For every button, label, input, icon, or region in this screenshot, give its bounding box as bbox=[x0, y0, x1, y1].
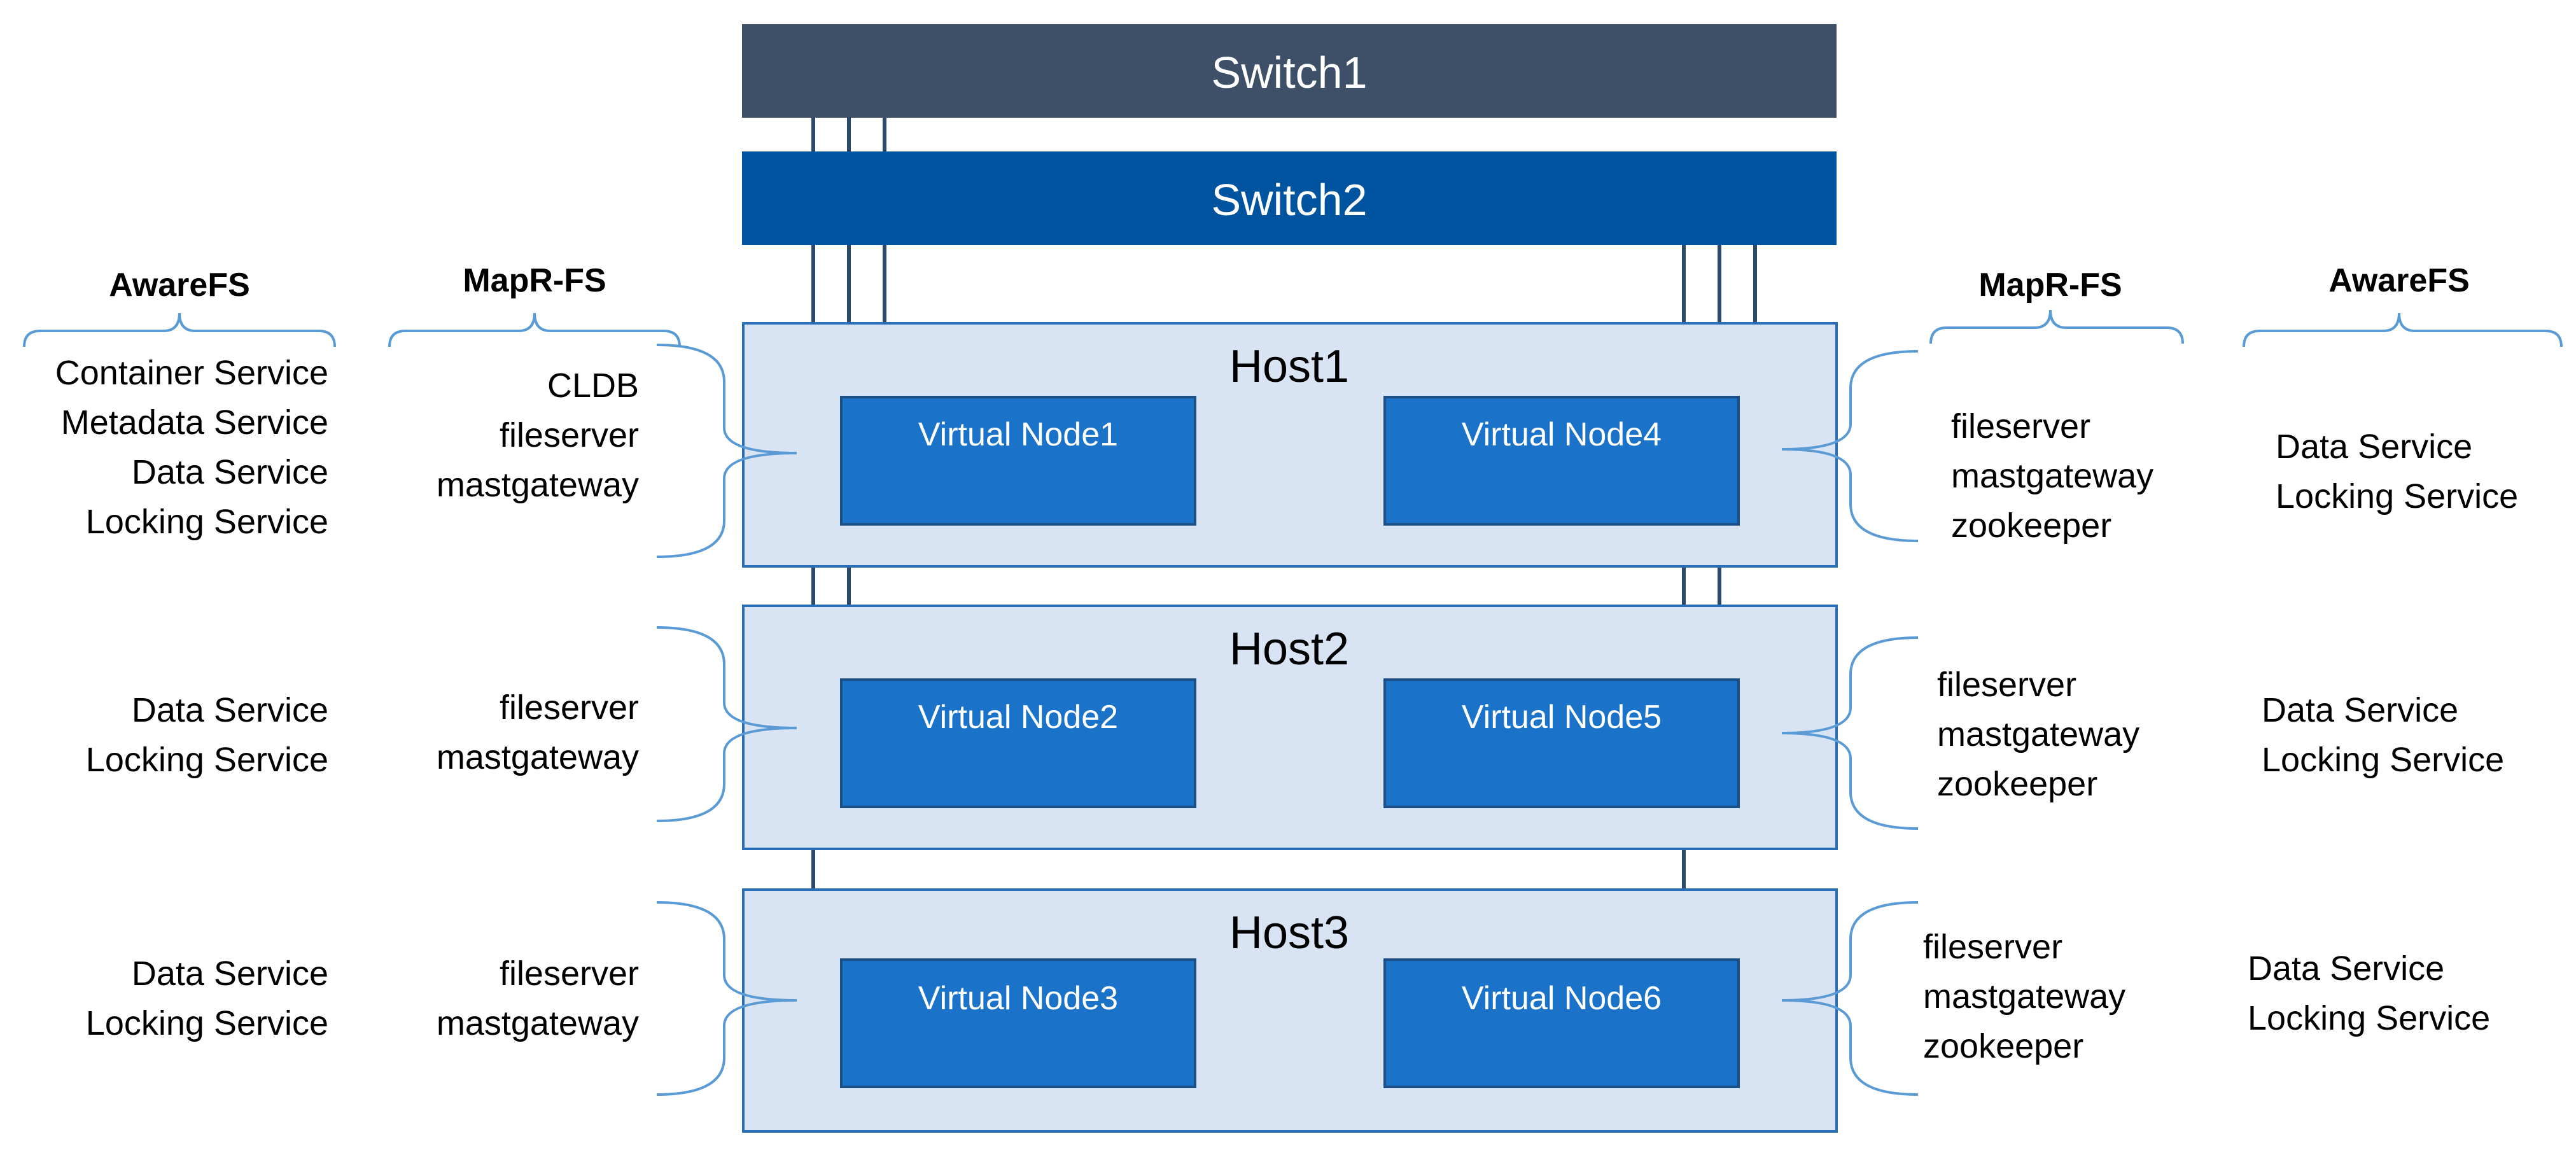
right-awarefs-host3: Data Service Locking Service bbox=[2248, 949, 2490, 1037]
service-label: Data Service bbox=[2262, 691, 2458, 729]
header-right-awarefs: AwareFS bbox=[2328, 262, 2470, 299]
right-maprfs-host1: fileserver mastgateway zookeeper bbox=[1951, 407, 2153, 545]
switch2-label: Switch2 bbox=[1211, 175, 1367, 225]
service-label: fileserver bbox=[500, 689, 639, 727]
service-label: Data Service bbox=[2248, 949, 2444, 988]
service-label: Data Service bbox=[132, 955, 328, 993]
virtual-node4-label: Virtual Node4 bbox=[1462, 416, 1662, 453]
virtual-node3-box bbox=[840, 958, 1196, 1088]
virtual-node1-label: Virtual Node1 bbox=[918, 416, 1118, 453]
brace-host1-right bbox=[1781, 350, 1919, 542]
left-awarefs-host2: Data Service Locking Service bbox=[86, 691, 328, 779]
service-label: CLDB bbox=[547, 367, 639, 405]
host1: Host1 Virtual Node1 Virtual Node4 bbox=[742, 322, 1838, 568]
service-label: Locking Service bbox=[2262, 741, 2504, 779]
brace-left-awarefs bbox=[23, 312, 336, 347]
service-label: Data Service bbox=[132, 691, 328, 729]
virtual-node6-box bbox=[1383, 958, 1740, 1088]
service-label: mastgateway bbox=[437, 738, 639, 776]
virtual-node4-box bbox=[1383, 396, 1740, 526]
service-label: Data Service bbox=[132, 453, 328, 491]
service-label: Locking Service bbox=[2276, 477, 2518, 515]
virtual-node3-label: Virtual Node3 bbox=[918, 980, 1118, 1017]
service-label: Locking Service bbox=[86, 1004, 328, 1042]
left-awarefs-host3: Data Service Locking Service bbox=[86, 955, 328, 1042]
brace-right-maprfs bbox=[1929, 309, 2184, 344]
brace-host2-right bbox=[1781, 636, 1919, 830]
service-label: zookeeper bbox=[1923, 1027, 2083, 1065]
virtual-node2-label: Virtual Node2 bbox=[918, 699, 1118, 736]
node-braces bbox=[656, 344, 1919, 1096]
service-label: zookeeper bbox=[1951, 507, 2111, 545]
service-label: fileserver bbox=[1937, 666, 2076, 704]
host1-label: Host1 bbox=[1229, 341, 1349, 392]
left-maprfs-host3: fileserver mastgateway bbox=[437, 955, 639, 1042]
virtual-node1-box bbox=[840, 396, 1196, 526]
brace-right-awarefs bbox=[2243, 312, 2563, 347]
host3-label: Host3 bbox=[1229, 907, 1349, 958]
column-headers: AwareFS MapR-FS MapR-FS AwareFS bbox=[109, 262, 2470, 304]
right-maprfs-services: fileserver mastgateway zookeeper fileser… bbox=[1923, 407, 2153, 1065]
virtual-node5-label: Virtual Node5 bbox=[1462, 699, 1662, 736]
service-label: mastgateway bbox=[1951, 457, 2153, 495]
service-label: Locking Service bbox=[86, 741, 328, 779]
left-awarefs-host1: Container Service Metadata Service Data … bbox=[55, 354, 328, 541]
service-label: Locking Service bbox=[2248, 999, 2490, 1037]
switch1-box bbox=[742, 24, 1837, 118]
connection-lines bbox=[811, 118, 1757, 890]
left-maprfs-host2: fileserver mastgateway bbox=[437, 689, 639, 776]
service-label: mastgateway bbox=[437, 466, 639, 504]
virtual-node5-box bbox=[1383, 678, 1740, 808]
host3: Host3 Virtual Node3 Virtual Node6 bbox=[742, 888, 1838, 1133]
switch1: Switch1 bbox=[742, 24, 1837, 118]
right-maprfs-host2: fileserver mastgateway zookeeper bbox=[1937, 666, 2139, 803]
service-label: mastgateway bbox=[1923, 977, 2125, 1016]
right-awarefs-host1: Data Service Locking Service bbox=[2276, 428, 2518, 515]
right-maprfs-host3: fileserver mastgateway zookeeper bbox=[1923, 928, 2125, 1065]
service-label: Container Service bbox=[55, 354, 328, 392]
service-label: fileserver bbox=[500, 955, 639, 993]
header-left-maprfs: MapR-FS bbox=[463, 262, 606, 299]
brace-host3-right bbox=[1781, 901, 1919, 1096]
header-right-maprfs: MapR-FS bbox=[1978, 267, 2122, 304]
brace-host2-left bbox=[656, 626, 797, 822]
left-maprfs-services: CLDB fileserver mastgateway fileserver m… bbox=[437, 367, 639, 1042]
service-label: Metadata Service bbox=[61, 403, 328, 442]
service-label: zookeeper bbox=[1937, 765, 2097, 803]
switch2-box bbox=[742, 151, 1837, 245]
left-maprfs-host1: CLDB fileserver mastgateway bbox=[437, 367, 639, 504]
header-braces bbox=[23, 309, 2563, 347]
host2: Host2 Virtual Node2 Virtual Node5 bbox=[742, 605, 1838, 850]
service-label: mastgateway bbox=[1937, 715, 2139, 753]
service-label: mastgateway bbox=[437, 1004, 639, 1042]
brace-host1-left bbox=[656, 344, 797, 558]
brace-host3-left bbox=[656, 901, 797, 1096]
service-label: Locking Service bbox=[86, 503, 328, 541]
right-awarefs-host2: Data Service Locking Service bbox=[2262, 691, 2504, 779]
service-label: fileserver bbox=[500, 416, 639, 454]
virtual-node2-box bbox=[840, 678, 1196, 808]
header-left-awarefs: AwareFS bbox=[109, 267, 250, 304]
virtual-node6-label: Virtual Node6 bbox=[1462, 980, 1662, 1017]
service-label: Data Service bbox=[2276, 428, 2472, 466]
right-awarefs-services: Data Service Locking Service Data Servic… bbox=[2248, 428, 2518, 1037]
service-label: fileserver bbox=[1951, 407, 2090, 445]
brace-left-maprfs bbox=[388, 312, 681, 347]
host2-label: Host2 bbox=[1229, 624, 1349, 675]
service-label: fileserver bbox=[1923, 928, 2062, 966]
left-awarefs-services: Container Service Metadata Service Data … bbox=[55, 354, 328, 1042]
switch1-label: Switch1 bbox=[1211, 48, 1367, 97]
switch2: Switch2 bbox=[742, 151, 1837, 245]
